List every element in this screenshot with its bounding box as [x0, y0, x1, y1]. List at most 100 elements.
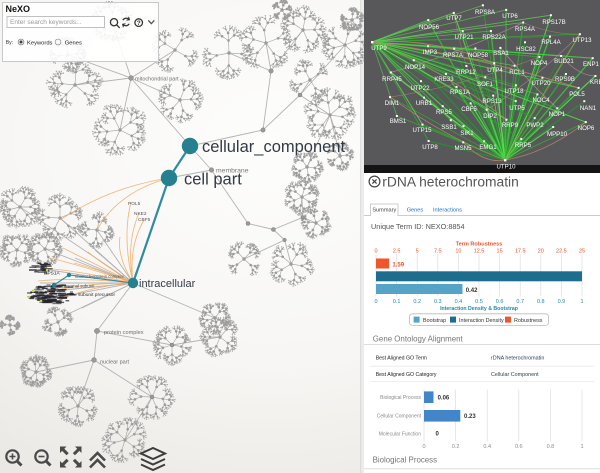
svg-text:15: 15	[497, 249, 503, 255]
svg-text:12.5: 12.5	[474, 249, 485, 255]
svg-text:NOC4: NOC4	[533, 97, 551, 104]
svg-text:UTP4: UTP4	[487, 67, 503, 74]
svg-text:RPS9B: RPS9B	[555, 76, 575, 83]
svg-text:SSA1: SSA1	[493, 50, 509, 57]
svg-text:Best Aligned GO Category: Best Aligned GO Category	[376, 372, 437, 378]
svg-text:UTP20: UTP20	[532, 80, 552, 87]
svg-text:UTP15: UTP15	[413, 127, 433, 134]
svg-text:Biological Process: Biological Process	[373, 456, 438, 465]
svg-text:20: 20	[538, 249, 544, 255]
svg-text:RCL1: RCL1	[509, 69, 525, 76]
svg-text:SIK1: SIK1	[460, 130, 474, 137]
svg-text:Interaction Density: Interaction Density	[459, 318, 504, 324]
svg-text:Best Aligned GO Term: Best Aligned GO Term	[376, 356, 427, 362]
svg-text:RRP12: RRP12	[456, 69, 476, 76]
svg-text:0.42: 0.42	[466, 288, 478, 294]
svg-text:1: 1	[580, 299, 583, 305]
svg-text:0.8: 0.8	[547, 444, 555, 450]
svg-text:rDNA heterochromatin: rDNA heterochromatin	[491, 356, 544, 362]
svg-text:NOP56: NOP56	[419, 24, 440, 31]
svg-text:DIP2: DIP2	[483, 113, 497, 120]
svg-text:PWP2: PWP2	[526, 122, 544, 129]
svg-text:17.5: 17.5	[515, 249, 526, 255]
svg-text:MSN5: MSN5	[455, 145, 473, 152]
svg-text:NOP1: NOP1	[549, 111, 566, 118]
svg-text:Summary: Summary	[372, 208, 396, 214]
svg-text:Robustness: Robustness	[514, 318, 543, 324]
svg-text:0.6: 0.6	[515, 444, 523, 450]
svg-text:UTP6: UTP6	[502, 13, 518, 20]
svg-text:UTP13: UTP13	[573, 37, 593, 44]
svg-text:25: 25	[579, 249, 585, 255]
svg-text:0: 0	[374, 249, 377, 255]
svg-text:0: 0	[374, 299, 377, 305]
svg-text:BUD21: BUD21	[554, 58, 574, 65]
svg-text:KRE1: KRE1	[590, 79, 600, 86]
svg-text:10: 10	[455, 249, 461, 255]
svg-text:0.2: 0.2	[413, 299, 421, 305]
svg-text:BMS1: BMS1	[390, 118, 407, 125]
svg-text:POL5: POL5	[569, 91, 585, 98]
svg-text:RRP5: RRP5	[515, 142, 532, 149]
svg-text:2.5: 2.5	[393, 249, 401, 255]
svg-text:7.5: 7.5	[434, 249, 442, 255]
svg-text:UTP22: UTP22	[411, 85, 431, 92]
svg-text:0.4: 0.4	[483, 444, 491, 450]
svg-text:UTP7: UTP7	[446, 15, 462, 22]
svg-text:KRE33: KRE33	[434, 76, 454, 83]
svg-text:0.6: 0.6	[496, 299, 504, 305]
svg-text:RPS7A: RPS7A	[443, 52, 464, 59]
svg-text:0: 0	[422, 444, 425, 450]
svg-text:Term Robustness: Term Robustness	[456, 242, 503, 248]
svg-text:Molecular Function: Molecular Function	[379, 431, 421, 437]
svg-text:RRP45: RRP45	[382, 76, 402, 83]
svg-text:Unique Term ID: NEXO:8854: Unique Term ID: NEXO:8854	[371, 222, 465, 231]
svg-text:0.23: 0.23	[464, 414, 476, 420]
svg-text:CBF5: CBF5	[461, 106, 477, 113]
svg-text:EMG1: EMG1	[479, 144, 497, 151]
svg-text:Gene Ontology Alignment: Gene Ontology Alignment	[373, 335, 464, 344]
svg-text:RPS13: RPS13	[482, 98, 502, 105]
svg-text:HSC82: HSC82	[516, 46, 536, 53]
svg-text:Interaction Density & Bootstra: Interaction Density & Bootstrap	[440, 306, 518, 312]
svg-text:UTP21: UTP21	[455, 34, 475, 41]
svg-text:RPS22A: RPS22A	[482, 34, 506, 41]
svg-text:MPP10: MPP10	[547, 131, 568, 138]
svg-text:ENP1: ENP1	[583, 61, 600, 68]
svg-text:RPS4A: RPS4A	[515, 26, 536, 33]
svg-text:0.8: 0.8	[537, 299, 545, 305]
svg-text:rDNA heterochromatin: rDNA heterochromatin	[382, 175, 519, 190]
svg-text:0.06: 0.06	[438, 395, 450, 401]
svg-text:NOP58: NOP58	[468, 52, 489, 59]
svg-text:Interactions: Interactions	[433, 208, 462, 214]
svg-text:0.9: 0.9	[558, 299, 566, 305]
svg-text:0.4: 0.4	[455, 299, 463, 305]
svg-text:UTP9: UTP9	[371, 45, 387, 52]
svg-text:UTP5: UTP5	[509, 105, 525, 112]
svg-text:RPL4A: RPL4A	[541, 39, 561, 46]
svg-text:RPS8A: RPS8A	[475, 9, 496, 16]
svg-text:RPS17B: RPS17B	[542, 19, 565, 26]
svg-text:22.5: 22.5	[556, 249, 567, 255]
svg-text:RRP9: RRP9	[502, 122, 519, 129]
svg-text:5: 5	[416, 249, 419, 255]
svg-text:1.59: 1.59	[392, 262, 404, 268]
svg-text:0.2: 0.2	[452, 444, 460, 450]
svg-text:RPS5: RPS5	[436, 109, 453, 116]
svg-text:UTP10: UTP10	[497, 164, 517, 171]
svg-text:UTP18: UTP18	[505, 88, 525, 95]
svg-text:0.7: 0.7	[516, 299, 524, 305]
svg-text:URB1: URB1	[416, 100, 433, 107]
svg-text:NOP4: NOP4	[531, 60, 548, 67]
svg-text:Genes: Genes	[407, 208, 424, 214]
svg-text:DIM1: DIM1	[385, 100, 400, 107]
svg-text:SOF1: SOF1	[477, 81, 494, 88]
svg-text:1: 1	[580, 444, 583, 450]
svg-text:NAN1: NAN1	[580, 105, 597, 112]
svg-text:Biological Process: Biological Process	[380, 395, 421, 401]
svg-text:0.1: 0.1	[393, 299, 401, 305]
svg-text:Bootstrap: Bootstrap	[423, 318, 446, 324]
svg-text:Cellular Component: Cellular Component	[377, 414, 422, 420]
svg-text:IMP3: IMP3	[423, 49, 438, 56]
svg-text:RPS1A: RPS1A	[450, 89, 471, 96]
